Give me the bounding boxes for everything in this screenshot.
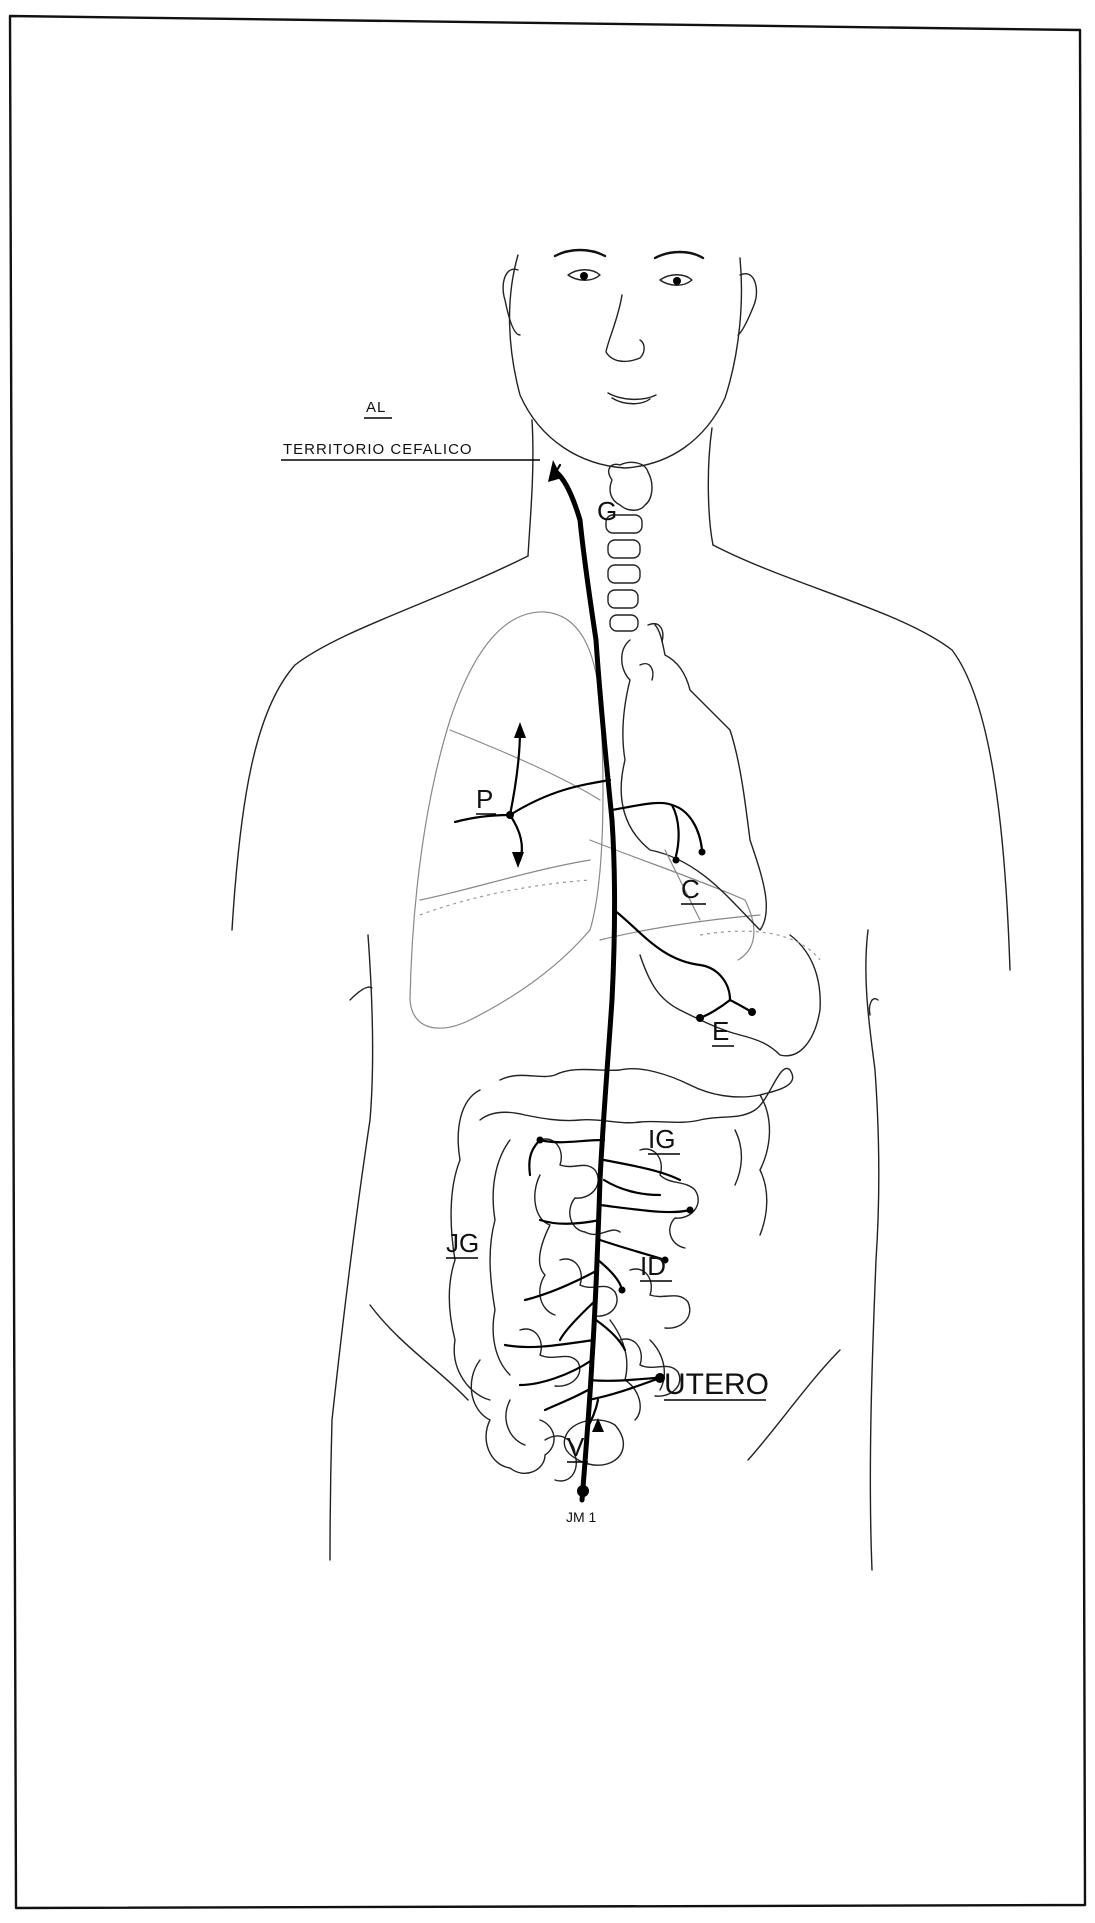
label-territorio-cefalico: TERRITORIO CEFALICO [283, 441, 473, 458]
label-g: G [597, 496, 617, 526]
labels: AL TERRITORIO CEFALICO G P C E IG JG ID … [281, 399, 769, 1525]
label-jg: JG [446, 1228, 479, 1258]
label-c: C [681, 874, 700, 904]
label-id: ID [640, 1251, 666, 1281]
label-jm1: JM 1 [566, 1509, 597, 1525]
intestines [449, 1068, 792, 1481]
label-e: E [712, 1016, 729, 1046]
page-border [10, 16, 1085, 1908]
label-p: P [476, 784, 493, 814]
liver [420, 880, 590, 915]
label-al: AL [366, 399, 386, 416]
trachea [606, 462, 652, 631]
label-utero: UTERO [664, 1368, 769, 1401]
label-v: V [567, 1432, 585, 1462]
label-ig: IG [648, 1124, 675, 1154]
